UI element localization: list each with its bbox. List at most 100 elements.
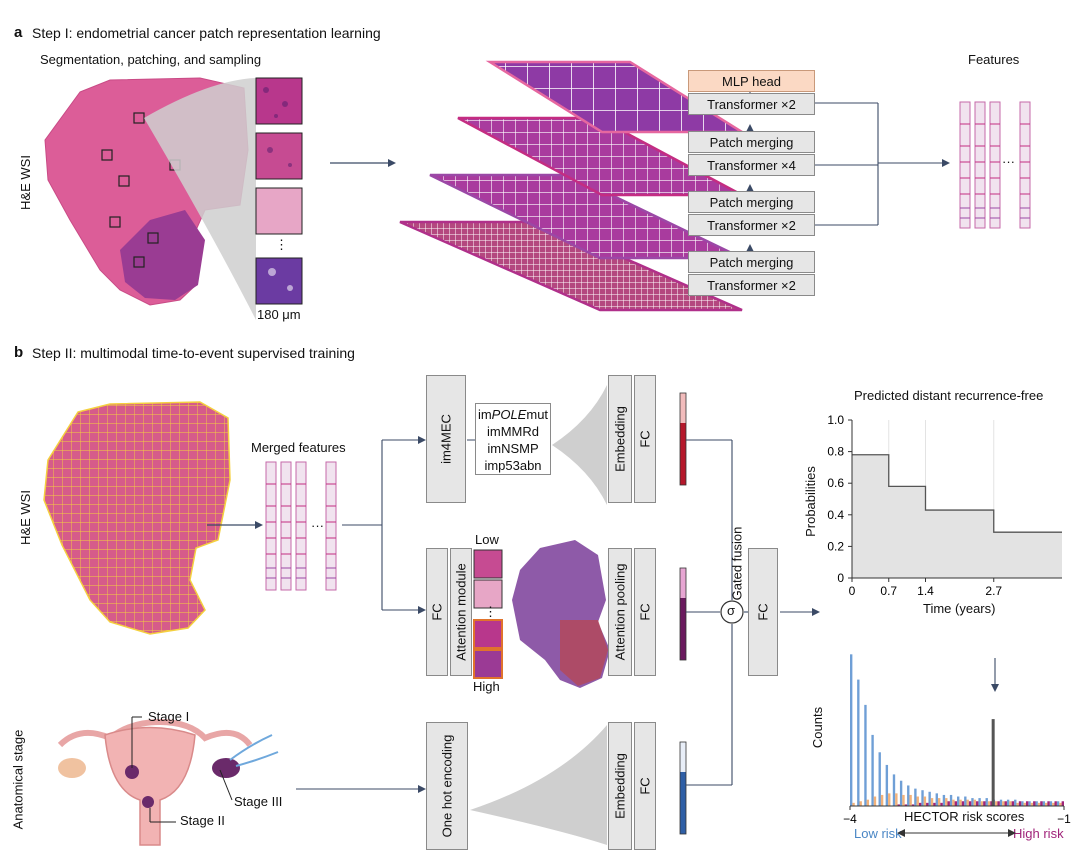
hist-bar <box>976 801 979 806</box>
hist-bar <box>1044 802 1048 806</box>
hist-bar <box>859 801 862 806</box>
km-x-tick-label: 0.7 <box>880 584 897 598</box>
hist-bar <box>1006 799 1010 806</box>
hist-bar <box>1025 801 1029 806</box>
km-y-tick-label: 1.0 <box>827 413 844 427</box>
hist-bar <box>928 791 931 806</box>
features-title: Features <box>968 52 1020 67</box>
transformer-x2-bottom-box: Transformer ×2 <box>688 274 815 296</box>
high-label: High <box>473 679 500 694</box>
feature-columns-a <box>959 101 1031 229</box>
features-dots: ··· <box>1002 154 1015 169</box>
scale-label: 180 μm <box>257 307 301 322</box>
hist-bar <box>911 804 915 806</box>
transformer-x2-top-box: Transformer ×2 <box>688 93 815 115</box>
embedding-box-3: Embedding <box>608 722 632 850</box>
class-mmrd: imMMRd <box>487 424 539 439</box>
hist-bar <box>940 802 943 806</box>
hist-bar <box>1021 801 1024 806</box>
hist-bar <box>926 802 929 806</box>
panel-b-title: Step II: multimodal time-to-event superv… <box>32 345 355 361</box>
hist-bar <box>1035 801 1038 806</box>
km-y-tick-label: 0 <box>837 571 844 585</box>
hist-bar <box>1054 801 1057 806</box>
hist-bar <box>935 793 938 806</box>
km-y-tick-label: 0.4 <box>827 508 844 522</box>
fc-box-attention: FC <box>426 548 448 676</box>
km-step-line <box>852 454 1062 533</box>
hist-bar <box>1002 801 1005 806</box>
uterus-illustration <box>57 718 279 846</box>
hist-bar <box>864 704 867 806</box>
hist-bar <box>949 794 953 806</box>
hist-bar <box>1023 802 1026 806</box>
panel-b-letter: b <box>14 344 24 361</box>
km-x-tick-label: 0 <box>849 584 856 598</box>
hist-bar <box>921 790 924 806</box>
hist-bar <box>1040 801 1043 806</box>
hist-bar <box>968 801 972 806</box>
km-xlabel: Time (years) <box>923 601 996 616</box>
stage-iii-label: Stage III <box>234 794 283 809</box>
hist-bar <box>980 801 984 806</box>
im4mec-box: im4MEC <box>426 375 466 503</box>
transformer-x4-box: Transformer ×4 <box>688 154 815 176</box>
hist-bar <box>1004 801 1007 806</box>
hist-bar <box>850 654 853 806</box>
hist-bar <box>987 801 991 806</box>
hist-bar <box>1047 801 1050 806</box>
attention-pooling-box: Attention pooling <box>608 548 632 676</box>
km-x-tick-label: 1.4 <box>917 584 934 598</box>
tile-ellipsis: ⋮ <box>275 237 288 252</box>
hist-bar <box>945 798 948 806</box>
hist-bar <box>852 802 855 806</box>
hist-bar <box>1028 801 1031 806</box>
hist-bar <box>1011 801 1015 806</box>
hist-bar <box>997 801 1000 806</box>
hist-bar <box>1037 802 1041 806</box>
patch-merging-box-2: Patch merging <box>688 191 815 213</box>
low-label: Low <box>475 532 499 547</box>
hist-bar <box>973 799 977 806</box>
fc-box-2: FC <box>634 548 656 676</box>
hist-bar <box>892 774 896 806</box>
hist-xlabel: HECTOR risk scores <box>904 809 1025 824</box>
hist-bar <box>914 788 917 806</box>
hist-bar <box>978 798 981 806</box>
hist-bar <box>1056 801 1060 806</box>
hist-bar <box>897 804 900 806</box>
patch-merging-box-3: Patch merging <box>688 251 815 273</box>
stage-i-label: Stage I <box>148 709 190 724</box>
class-list-box: imPOLEmut imMMRd imNSMP imp53abn <box>475 403 551 475</box>
hist-bar <box>1014 799 1017 806</box>
patch-merging-box-1: Patch merging <box>688 131 815 153</box>
hist-bar <box>923 796 927 806</box>
transformer-x2-mid-box: Transformer ×2 <box>688 214 815 236</box>
km-x-tick-label: 2.7 <box>985 584 1002 598</box>
hist-bar <box>930 798 934 806</box>
hist-bar <box>895 793 898 806</box>
hist-bar <box>916 796 919 806</box>
attention-ellipsis: ⋮ <box>484 604 497 619</box>
hist-bar <box>1009 801 1012 806</box>
km-title: Predicted distant recurrence-free <box>854 388 1044 403</box>
class-p53abn: imp53abn <box>484 458 542 473</box>
km-y-tick-label: 0.8 <box>827 445 844 459</box>
hist-bar <box>957 796 960 806</box>
merged-features-title: Merged features <box>251 440 346 455</box>
hist-bar <box>904 804 908 806</box>
fc-box-3: FC <box>634 722 656 850</box>
class-pole: imPOLEmut <box>477 407 549 422</box>
km-y-tick-label: 0.2 <box>827 539 844 553</box>
attention-module-box: Attention module <box>450 548 472 676</box>
hist-bar <box>990 801 993 806</box>
low-risk-label: Low risk <box>854 826 902 841</box>
hist-bar <box>1016 802 1019 806</box>
fc-box-1: FC <box>634 375 656 503</box>
hist-bar <box>937 798 941 806</box>
hist-bar <box>961 801 965 806</box>
hist-bar <box>952 799 955 806</box>
